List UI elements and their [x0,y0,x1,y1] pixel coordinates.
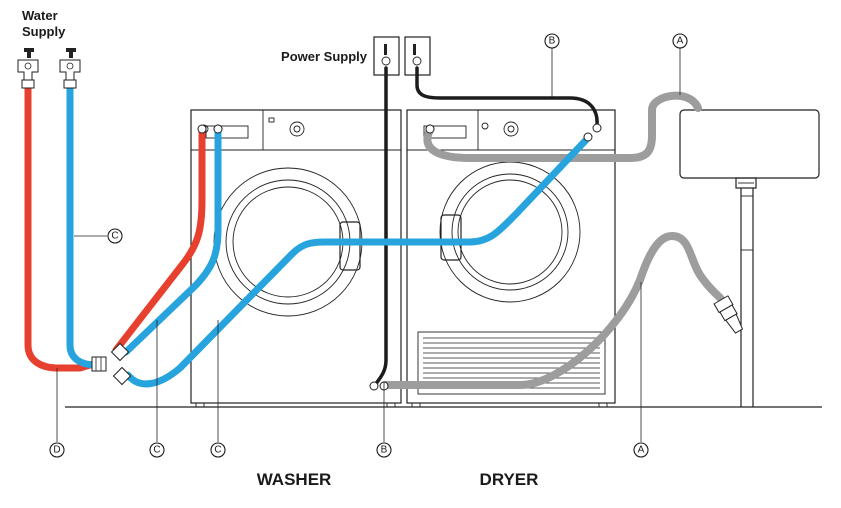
callout-label: C [111,231,118,242]
inlet-connector [197,124,207,134]
callout-C-bottom-2: C [210,442,226,458]
callout-label: A [677,36,684,47]
faucet-cold [59,48,81,89]
callout-A-top: A [672,33,688,49]
callout-C-bottom-1: C [149,442,165,458]
callout-C-left: C [107,228,123,244]
callout-label: D [53,445,60,456]
cold-water-hose-washer [122,127,222,356]
drain-hose-nozzle [713,295,744,334]
cold-water-hose-supply [66,84,100,369]
callout-D-bottom: D [49,442,65,458]
drain-hose-dryer-to-sink [423,91,702,162]
y-connector [91,342,132,386]
callout-label: B [549,36,556,47]
hot-water-hose [24,84,206,372]
inlet-connector [592,123,602,133]
callout-B-top: B [544,33,560,49]
dryer-label: DRYER [480,470,539,489]
power-cord-washer [373,66,388,387]
inlet-connector [583,132,593,142]
callout-label: B [381,445,388,456]
leader-lines [56,48,681,442]
cold-water-hose-dryer [124,136,590,388]
callout-A-bottom: A [633,442,649,458]
faucet-hot [17,48,39,89]
inlet-connector [213,124,223,134]
power-supply-label: Power Supply [281,49,368,64]
water-supply-label: Water [22,8,58,23]
washer-label: WASHER [257,470,332,489]
power-cord-dryer [415,66,599,127]
utility-sink [679,109,820,407]
callout-B-bottom: B [376,442,392,458]
drain-hose-washer-to-standpipe [381,231,726,389]
callout-label: A [638,445,645,456]
outlet-connector [369,381,379,391]
washer-appliance [190,109,402,408]
callout-label: C [214,445,221,456]
water-supply-label-2: Supply [22,24,66,39]
callout-label: C [153,445,160,456]
inlet-connector [425,124,435,134]
